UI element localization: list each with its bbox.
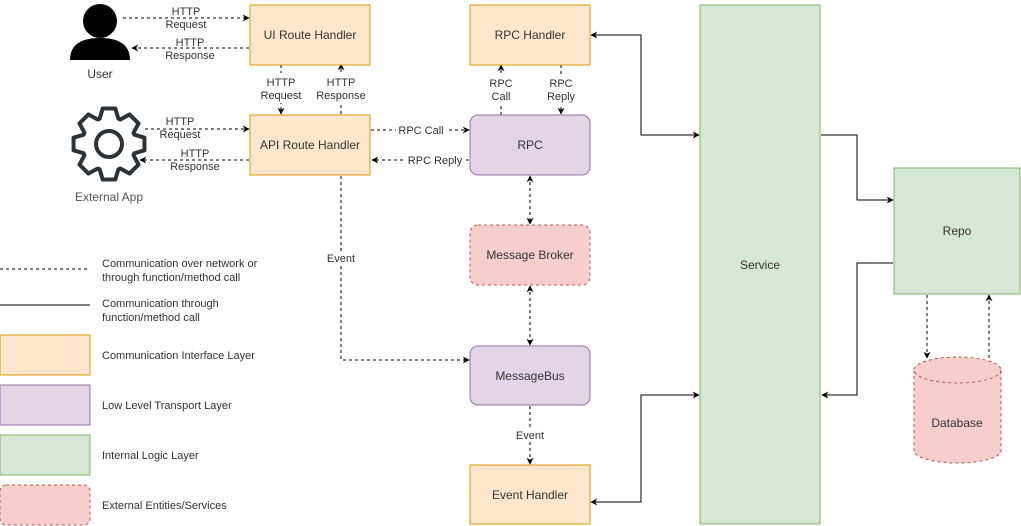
node-rpc-handler: RPC Handler xyxy=(469,4,591,66)
node-api-route-handler-label: API Route Handler xyxy=(260,138,360,152)
legend-external-label: External Entities/Services xyxy=(102,500,227,512)
node-rpc: RPC xyxy=(469,114,591,176)
legend-external-swatch xyxy=(0,484,91,526)
label-api-event: Event xyxy=(327,253,355,265)
legend-interface-swatch xyxy=(0,334,91,376)
edge-repo-to-service xyxy=(821,262,893,399)
label-rpc-call-inline: RPC Call xyxy=(398,125,443,137)
node-rpc-handler-label: RPC Handler xyxy=(495,28,566,42)
node-repo: Repo xyxy=(893,167,1021,295)
label-bus-event: Event xyxy=(516,430,544,442)
node-database-label: Database xyxy=(931,416,983,430)
gear-icon xyxy=(71,106,147,182)
node-database: Database xyxy=(913,356,1002,464)
gear-outline xyxy=(71,106,147,182)
user-icon xyxy=(70,4,130,60)
node-service: Service xyxy=(699,4,821,525)
node-message-broker: Message Broker xyxy=(469,224,591,286)
node-ui-route-handler-label: UI Route Handler xyxy=(264,28,357,42)
legend-transport-swatch xyxy=(0,384,91,426)
node-service-label: Service xyxy=(740,258,780,272)
node-rpc-label: RPC xyxy=(517,138,543,152)
node-message-bus-label: MessageBus xyxy=(495,369,564,383)
edge-service-rpc-handler xyxy=(590,31,700,139)
legend-transport-label: Low Level Transport Layer xyxy=(102,400,232,412)
node-repo-label: Repo xyxy=(943,224,972,238)
user-label: User xyxy=(87,67,112,81)
edge-service-to-repo xyxy=(821,134,894,204)
node-message-broker-label: Message Broker xyxy=(486,248,573,262)
external-app-label: External App xyxy=(75,190,143,204)
node-event-handler-label: Event Handler xyxy=(492,488,568,502)
node-event-handler: Event Handler xyxy=(469,464,591,525)
edge-api-to-bus xyxy=(340,176,470,364)
edge-service-event-handler xyxy=(590,391,700,506)
node-message-bus: MessageBus xyxy=(469,345,591,406)
legend-interface-label: Communication Interface Layer xyxy=(102,350,255,362)
legend-internal-swatch xyxy=(0,434,91,476)
label-rpc-reply-inline: RPC Reply xyxy=(408,155,463,167)
node-api-route-handler: API Route Handler xyxy=(249,114,371,176)
legend-internal-label: Internal Logic Layer xyxy=(102,450,199,462)
node-ui-route-handler: UI Route Handler xyxy=(249,4,371,66)
